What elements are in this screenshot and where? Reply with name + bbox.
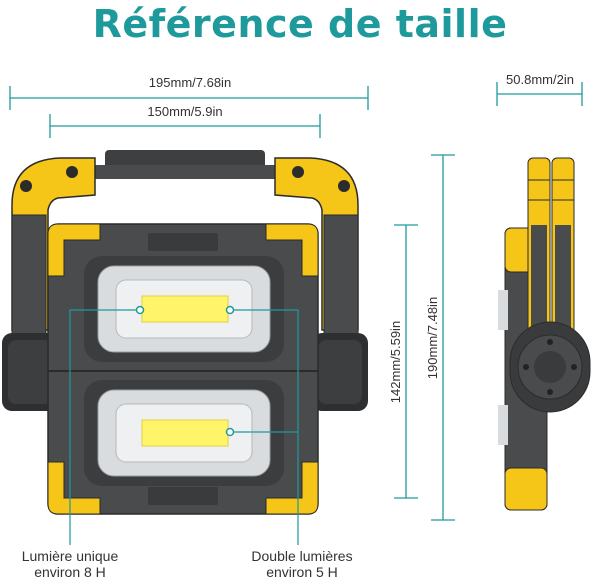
double-light-line2: environ 5 H [266,564,338,580]
single-light-line1: Lumière unique [21,548,119,564]
front-view [2,150,368,515]
double-light-note: Double lumières environ 5 H [232,548,372,580]
callout-lines [69,309,299,545]
dimension-lines [9,82,583,521]
page-title: Référence de taille [92,2,508,46]
single-light-note: Lumière unique environ 8 H [0,548,140,580]
callout-dot [225,427,235,437]
overall-height-label: 190mm/7.48in [425,297,440,379]
panel-width-label: 150mm/5.9in [147,104,223,119]
depth-label: 50.8mm/2in [506,72,574,87]
single-light-line2: environ 8 H [34,564,106,580]
callout-dot [225,305,235,315]
panel-height-label: 142mm/5.59in [388,321,403,403]
side-view [498,157,591,511]
double-light-line1: Double lumières [251,548,353,564]
callout-dot [135,305,145,315]
overall-width-label: 195mm/7.68in [148,75,232,90]
